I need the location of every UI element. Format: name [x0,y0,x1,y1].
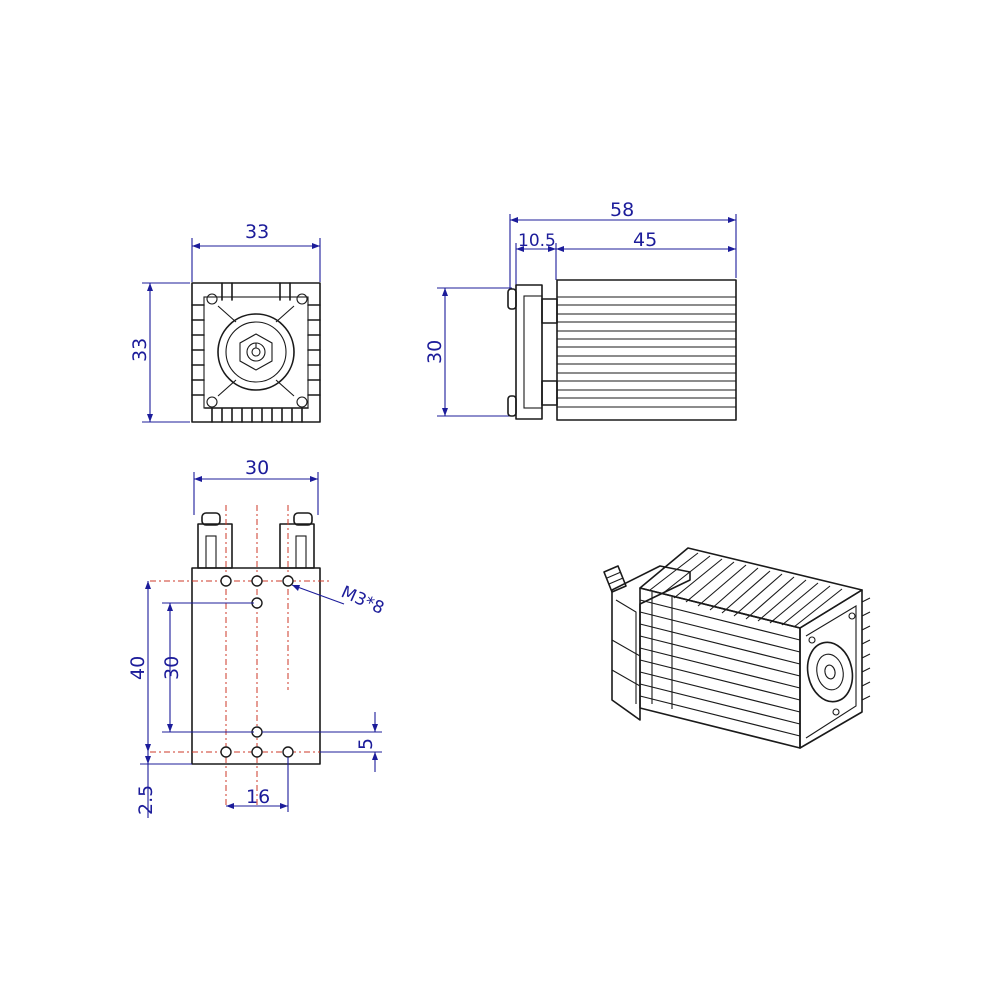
bottom-inner-span-dim: 30 [161,656,183,680]
side-height-dim: 30 [424,340,446,364]
front-view: 33 33 [129,221,321,423]
bottom-view: 30 M3*8 40 [127,457,387,818]
side-body-length-dim: 45 [633,229,657,251]
bottom-outer-span-dim: 40 [127,656,149,680]
side-total-length-dim: 58 [610,199,634,221]
bottom-hole-spacing-dim: 16 [246,786,270,808]
side-view: 58 10.5 45 30 [424,199,737,421]
front-width-dim: 33 [245,221,269,243]
bottom-edge-offset-dim: 5 [355,738,377,750]
front-height-dim: 33 [129,338,151,362]
isometric-view [603,547,871,749]
thread-callout: M3*8 [338,582,387,618]
bottom-width-dim: 30 [245,457,269,479]
side-front-offset-dim: 10.5 [518,231,556,251]
bottom-bottom-offset-dim: 2.5 [135,785,157,815]
